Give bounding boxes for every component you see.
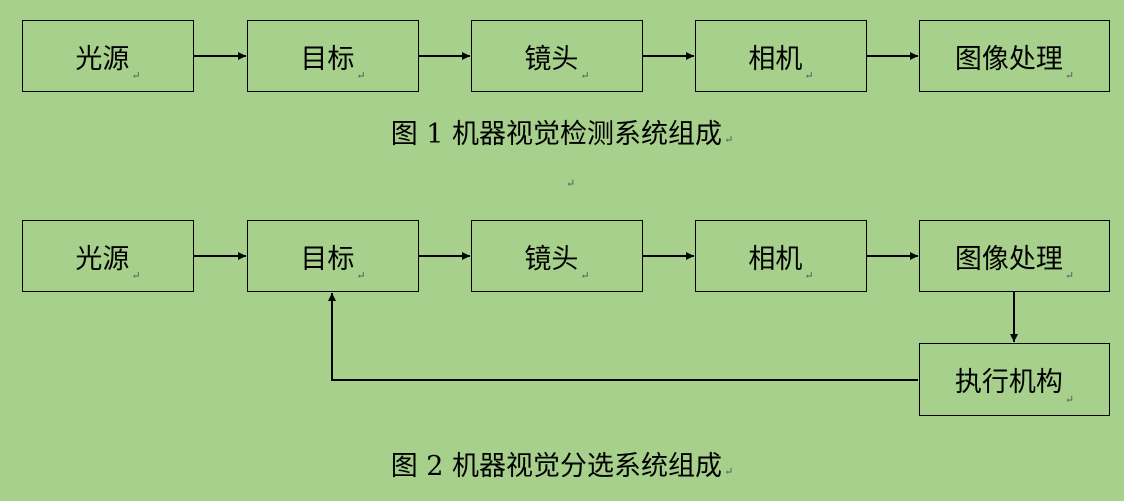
paragraph-mark: ↵ [724, 465, 734, 478]
fig1-node-light-source: 光源↵ [22, 20, 194, 92]
caption-text: 图 2 机器视觉分选系统组成 [390, 451, 723, 482]
node-label: 镜头 [524, 243, 579, 275]
paragraph-mark: ↵ [580, 69, 590, 82]
fig1-node-lens: 镜头↵ [471, 20, 643, 92]
paragraph-mark: ↵ [1064, 393, 1075, 406]
fig2-feedback-arrow-actuator-to-target [328, 293, 918, 381]
fig1-node-target: 目标↵ [247, 20, 419, 92]
fig1-caption: 图 1 机器视觉检测系统组成↵ [0, 112, 1124, 151]
paragraph-mark: ↵ [356, 269, 366, 282]
paragraph-mark: ↵ [1064, 69, 1075, 82]
fig2-node-lens: 镜头↵ [471, 220, 643, 292]
paragraph-mark: ↵ [1064, 269, 1075, 282]
node-label: 执行机构 [954, 367, 1063, 398]
fig2-node-target: 目标↵ [247, 220, 419, 292]
node-label: 图像处理 [954, 243, 1063, 275]
node-label: 目标 [300, 43, 355, 75]
fig1-node-image-processing: 图像处理↵ [919, 20, 1110, 92]
fig2-node-image-processing: 图像处理↵ [919, 220, 1110, 292]
node-label: 相机 [748, 243, 803, 275]
paragraph-mark: ↵ [580, 269, 590, 282]
fig2-caption: 图 2 机器视觉分选系统组成↵ [0, 444, 1124, 483]
paragraph-mark: ↵ [804, 269, 814, 282]
node-label: 光源 [75, 243, 130, 275]
paragraph-mark: ↵ [131, 69, 141, 82]
paragraph-mark: ↵ [131, 269, 141, 282]
fig2-node-camera: 相机↵ [695, 220, 867, 292]
paragraph-mark: ↵ [356, 69, 366, 82]
fig2-node-light-source: 光源↵ [22, 220, 194, 292]
paragraph-mark: ↵ [566, 177, 576, 190]
fig1-node-camera: 相机↵ [695, 20, 867, 92]
node-label: 图像处理 [954, 43, 1063, 75]
node-label: 相机 [748, 43, 803, 75]
caption-text: 图 1 机器视觉检测系统组成 [390, 119, 723, 150]
node-label: 镜头 [524, 43, 579, 75]
node-label: 目标 [300, 243, 355, 275]
paragraph-mark: ↵ [804, 69, 814, 82]
node-label: 光源 [75, 43, 130, 75]
paragraph-mark: ↵ [724, 133, 734, 146]
fig2-node-actuator: 执行机构↵ [919, 343, 1110, 416]
